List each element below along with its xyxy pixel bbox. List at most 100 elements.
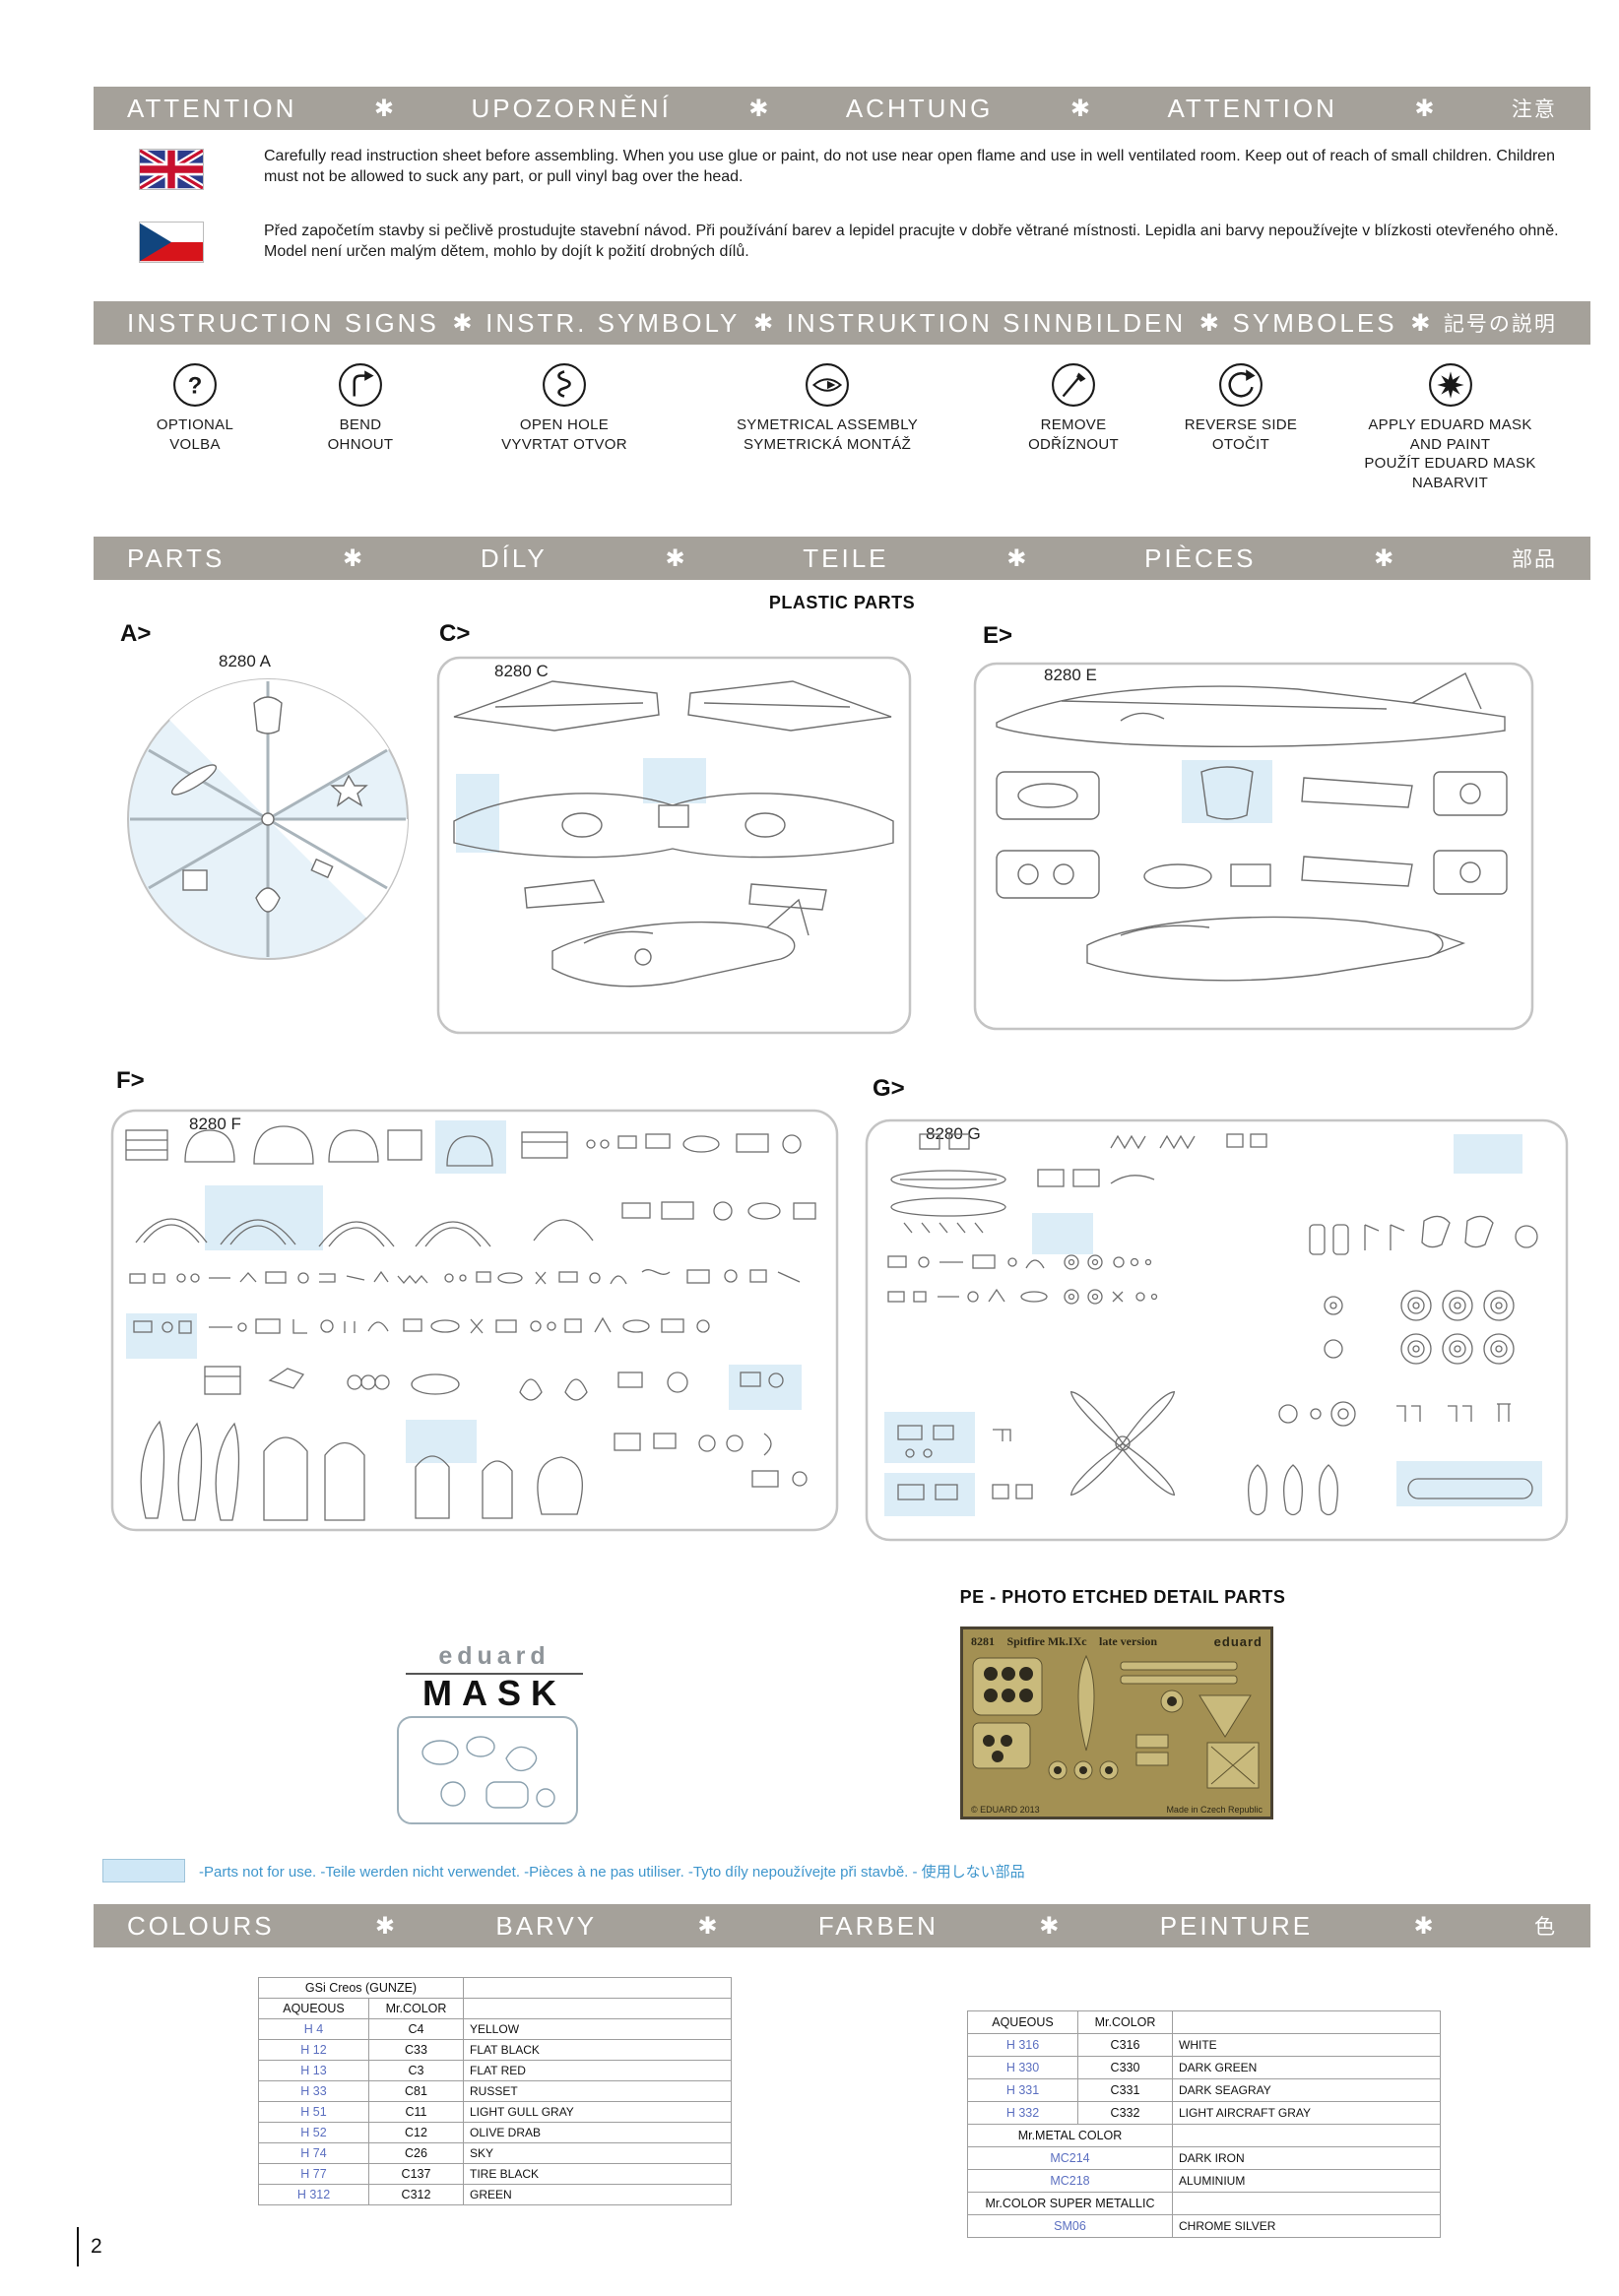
sign-label: OPTIONAL [156, 416, 234, 433]
svg-text:?: ? [188, 372, 203, 399]
question-icon: ? [173, 363, 217, 407]
sign-optional: ? OPTIONAL VOLBA [126, 362, 264, 454]
metal-color-title: Mr.METAL COLOR [967, 2124, 1173, 2147]
color-name: SKY [463, 2142, 732, 2164]
asterisk-separator-icon: ✱ [1374, 544, 1394, 572]
mrcolor-header: Mr.COLOR [1077, 2010, 1173, 2034]
symmetrical-icon [806, 363, 849, 407]
pe-fret-image: 8281 Spitfire Mk.IXc late version eduard [960, 1626, 1273, 1819]
asterisk-separator-icon: ✱ [1410, 309, 1431, 337]
c-code: C312 [368, 2184, 464, 2205]
h-code: H 330 [967, 2056, 1078, 2079]
sign-apply-mask: APPLY EDUARD MASK AND PAINT POUŽÍT EDUAR… [1325, 362, 1576, 492]
header-label: DÍLY [480, 542, 548, 573]
color-name: GREEN [463, 2184, 732, 2205]
header-label: 色 [1533, 1916, 1557, 1939]
sign-label: REMOVE [1040, 416, 1107, 433]
sprue-e-letter: E> [983, 622, 1013, 649]
sign-label: POUŽÍT EDUARD MASK [1364, 455, 1536, 472]
sprue-f-code: 8280 F [189, 1115, 241, 1133]
aqueous-header: AQUEOUS [967, 2010, 1078, 2034]
sign-label: OHNOUT [327, 435, 394, 453]
h-code: H 332 [967, 2101, 1078, 2125]
sprue-e-drawing [973, 662, 1534, 1031]
color-name: ALUMINIUM [1172, 2169, 1441, 2193]
asterisk-separator-icon: ✱ [697, 1912, 718, 1940]
parts-header-bar: PARTS ✱ DÍLY ✱ TEILE ✱ PIÈCES ✱ 部品 [94, 537, 1590, 580]
reverse-icon [1219, 363, 1263, 407]
mask-star-icon [1428, 363, 1472, 407]
header-label: INSTRUKTION SINNBILDEN [786, 307, 1187, 338]
sign-label: SYMETRICAL ASSEMBLY [736, 416, 919, 433]
header-label: ACHTUNG [845, 93, 994, 123]
pe-fret-brand: eduard [1213, 1633, 1263, 1649]
instruction-signs-header-bar: INSTRUCTION SIGNS ✱ INSTR. SYMBOLY ✱ INS… [94, 301, 1590, 345]
pe-parts-title: PE - PHOTO ETCHED DETAIL PARTS [959, 1587, 1286, 1607]
sign-label: REVERSE SIDE [1184, 416, 1298, 433]
mask-sheet-drawing [397, 1716, 578, 1824]
h-code: H 74 [258, 2142, 369, 2164]
header-label: SYMBOLES [1232, 307, 1397, 338]
pe-fret-copyright: © EDUARD 2013 [971, 1805, 1040, 1815]
color-name: WHITE [1172, 2033, 1441, 2057]
pe-fret-code: 8281 [971, 1634, 995, 1648]
remove-icon [1052, 363, 1095, 407]
table-section-row: Mr.COLOR SUPER METALLIC [967, 2192, 1441, 2215]
colours-header-bar: COLOURS ✱ BARVY ✱ FARBEN ✱ PEINTURE ✱ 色 [94, 1904, 1590, 1947]
eduard-logo-text: eduard [438, 1642, 550, 1670]
open-hole-icon [543, 363, 586, 407]
czech-flag-icon [140, 223, 203, 262]
color-name: RUSSET [463, 2080, 732, 2102]
table-section-row: Mr.METAL COLOR [967, 2124, 1441, 2147]
table-header-row: AQUEOUS Mr.COLOR [258, 1998, 732, 2019]
mask-logo-text: MASK [406, 1673, 583, 1711]
sign-label: NABARVIT [1411, 474, 1489, 491]
h-code: H 33 [258, 2080, 369, 2102]
h-code: H 4 [258, 2018, 369, 2040]
mrcolor-header: Mr.COLOR [368, 1998, 464, 2019]
sign-label: OTOČIT [1211, 435, 1270, 453]
page-number: 2 [91, 2235, 102, 2258]
asterisk-separator-icon: ✱ [1006, 544, 1027, 572]
sprue-f-letter: F> [116, 1067, 145, 1094]
asterisk-separator-icon: ✱ [1069, 95, 1090, 122]
header-label: PARTS [127, 542, 226, 573]
color-name: DARK SEAGRAY [1172, 2078, 1441, 2102]
c-code: C330 [1077, 2056, 1173, 2079]
sign-symmetrical-assembly: SYMETRICAL ASSEMBLY SYMETRICKÁ MONTÁŽ [680, 362, 975, 454]
c-code: C137 [368, 2163, 464, 2185]
sm-code: SM06 [967, 2214, 1173, 2238]
header-label: PEINTURE [1159, 1910, 1314, 1941]
header-label: 部品 [1511, 548, 1557, 571]
gunze-title: GSi Creos (GUNZE) [258, 1977, 464, 1999]
pe-fret-name: Spitfire Mk.IXc [1006, 1634, 1087, 1648]
sprue-a-code: 8280 A [219, 652, 271, 670]
h-code: H 77 [258, 2163, 369, 2185]
not-for-use-swatch [102, 1859, 185, 1882]
h-code: H 331 [967, 2078, 1078, 2102]
h-code: H 52 [258, 2122, 369, 2143]
asterisk-separator-icon: ✱ [752, 309, 774, 337]
safety-text-czech: Před započetím stavby si pečlivě prostud… [264, 223, 1559, 261]
sign-label: VYVRTAT OTVOR [501, 435, 627, 453]
color-name: YELLOW [463, 2018, 732, 2040]
mc-code: MC214 [967, 2146, 1173, 2170]
sprue-c-code: 8280 C [494, 662, 549, 680]
sprue-c-drawing [436, 656, 912, 1035]
sign-label: AND PAINT [1409, 435, 1491, 453]
